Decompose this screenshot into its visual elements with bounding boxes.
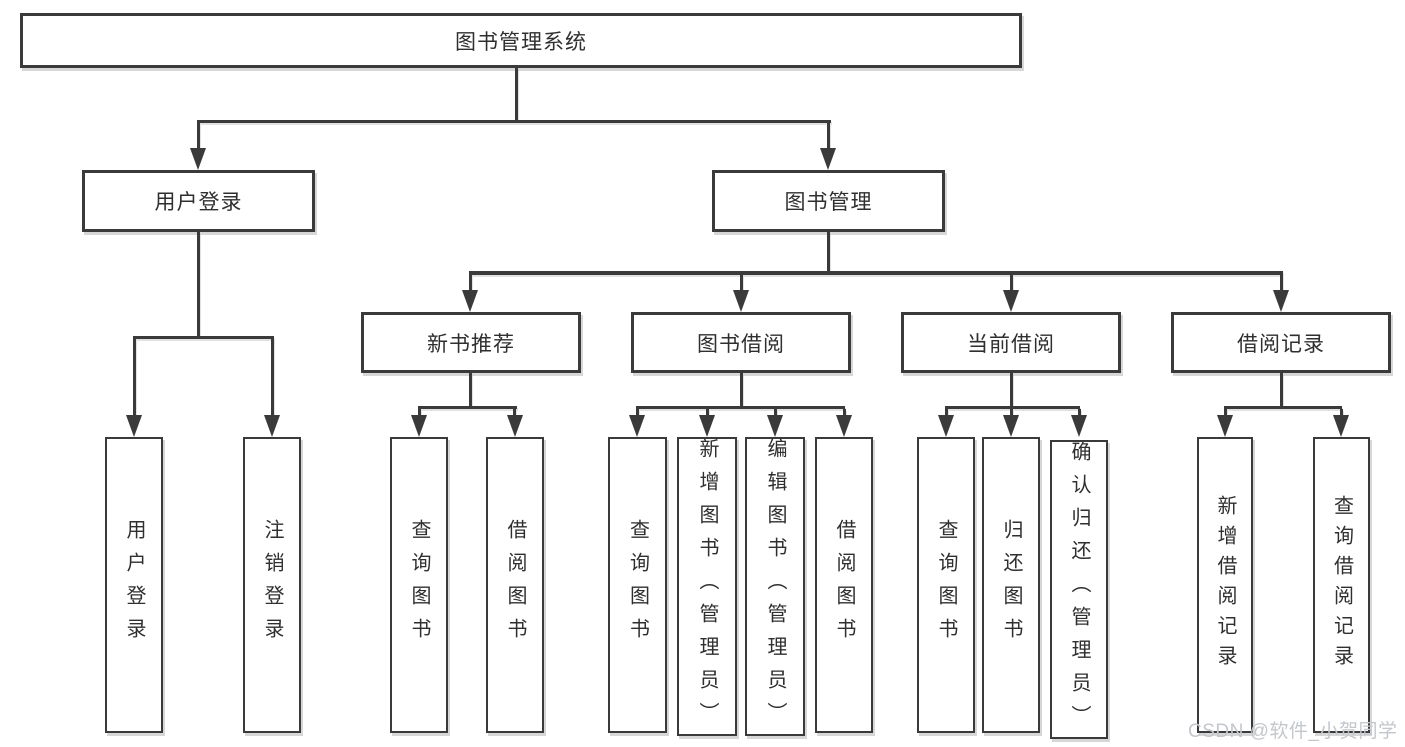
arrowhead-down-icon — [507, 415, 523, 437]
node-label: 借阅记录 — [1237, 332, 1325, 356]
node-add-borrow-record: 新增借阅记录 — [1197, 437, 1253, 733]
connector-line — [133, 339, 136, 417]
node-label: 借阅图书 — [833, 519, 855, 651]
connector-line — [513, 409, 516, 418]
node-add-books-admin: 新增图书（管理员） — [677, 437, 737, 736]
connector-line — [469, 373, 472, 406]
node-label: 新增图书（管理员） — [696, 438, 718, 735]
node-query-books: 查询图书 — [390, 437, 448, 733]
node-label: 借阅图书 — [504, 519, 526, 651]
arrowhead-down-icon — [1071, 415, 1087, 437]
node-label: 编辑图书（管理员） — [764, 438, 786, 735]
node-label: 查询图书 — [935, 519, 957, 651]
node-borrow-records: 借阅记录 — [1171, 312, 1391, 373]
node-query-borrow-record: 查询借阅记录 — [1313, 437, 1370, 733]
connector-line — [945, 409, 948, 418]
connector-line — [636, 409, 639, 418]
node-query-books: 查询图书 — [917, 437, 975, 733]
connector-line — [1224, 406, 1342, 409]
arrowhead-down-icon — [126, 415, 142, 437]
arrowhead-down-icon — [462, 290, 478, 312]
node-book-borrowing: 图书借阅 — [631, 312, 851, 373]
connector-line — [740, 373, 743, 406]
arrowhead-down-icon — [264, 415, 280, 437]
connector-line — [827, 232, 830, 272]
node-new-book-recommend: 新书推荐 — [361, 312, 581, 373]
node-confirm-return-admin: 确认归还（管理员） — [1050, 440, 1108, 739]
node-label: 用户登录 — [154, 191, 243, 214]
node-query-books: 查询图书 — [608, 437, 667, 733]
node-label: 图书管理 — [784, 191, 873, 214]
arrowhead-down-icon — [411, 415, 427, 437]
connector-line — [469, 275, 472, 293]
node-label: 当前借阅 — [967, 332, 1055, 356]
arrowhead-down-icon — [190, 148, 206, 170]
connector-line — [469, 271, 1283, 275]
connector-line — [1224, 409, 1227, 418]
connector-line — [1010, 275, 1013, 293]
arrowhead-down-icon — [629, 415, 645, 437]
arrowhead-down-icon — [938, 415, 954, 437]
node-label: 注销登录 — [261, 519, 283, 651]
node-label: 查询图书 — [626, 519, 649, 651]
node-label: 图书借阅 — [697, 332, 785, 356]
connector-line — [1078, 409, 1081, 418]
connector-line — [636, 406, 845, 409]
node-book-management: 图书管理 — [712, 170, 945, 232]
arrowhead-down-icon — [1217, 415, 1233, 437]
node-label: 查询借阅记录 — [1330, 495, 1353, 675]
arrowhead-down-icon — [820, 148, 836, 170]
node-borrow-books: 借阅图书 — [815, 437, 873, 733]
arrowhead-down-icon — [1003, 415, 1019, 437]
arrowhead-down-icon — [733, 290, 749, 312]
node-borrow-books: 借阅图书 — [486, 437, 544, 733]
node-label: 确认归还（管理员） — [1068, 441, 1090, 738]
connector-line — [197, 123, 200, 151]
connector-line — [133, 336, 274, 339]
node-return-books: 归还图书 — [982, 437, 1040, 733]
csdn-watermark: CSDN @软件_小贺同学 — [1188, 721, 1398, 742]
connector-line — [515, 68, 518, 121]
connector-line — [945, 406, 1080, 409]
connector-line — [271, 339, 274, 417]
node-label: 归还图书 — [1000, 519, 1022, 651]
connector-line — [1010, 373, 1013, 406]
node-library-management-system: 图书管理系统 — [20, 13, 1022, 68]
connector-line — [1010, 409, 1013, 418]
connector-line — [418, 406, 517, 409]
node-label: 用户登录 — [123, 519, 145, 651]
arrowhead-down-icon — [1333, 415, 1349, 437]
arrowhead-down-icon — [836, 415, 852, 437]
arrowhead-down-icon — [699, 415, 715, 437]
connector-line — [418, 409, 421, 418]
node-label: 查询图书 — [408, 519, 430, 651]
node-current-borrowing: 当前借阅 — [901, 312, 1121, 373]
connector-line — [1340, 409, 1343, 418]
node-label: 新书推荐 — [427, 332, 515, 356]
connector-line — [197, 120, 831, 123]
connector-line — [197, 232, 200, 336]
node-label: 图书管理系统 — [455, 30, 587, 54]
connector-line — [1280, 373, 1283, 406]
node-label: 新增借阅记录 — [1214, 495, 1236, 675]
node-edit-books-admin: 编辑图书（管理员） — [745, 437, 805, 736]
node-user-login-action: 用户登录 — [105, 437, 163, 733]
arrowhead-down-icon — [1003, 290, 1019, 312]
node-user-login: 用户登录 — [82, 170, 315, 232]
arrowhead-down-icon — [767, 415, 783, 437]
arrowhead-down-icon — [1273, 290, 1289, 312]
node-logout-action: 注销登录 — [243, 437, 301, 733]
connector-line — [1280, 275, 1283, 293]
connector-line — [843, 409, 846, 418]
connector-line — [774, 409, 777, 418]
connector-line — [706, 409, 709, 418]
connector-line — [827, 123, 830, 151]
connector-line — [740, 275, 743, 293]
